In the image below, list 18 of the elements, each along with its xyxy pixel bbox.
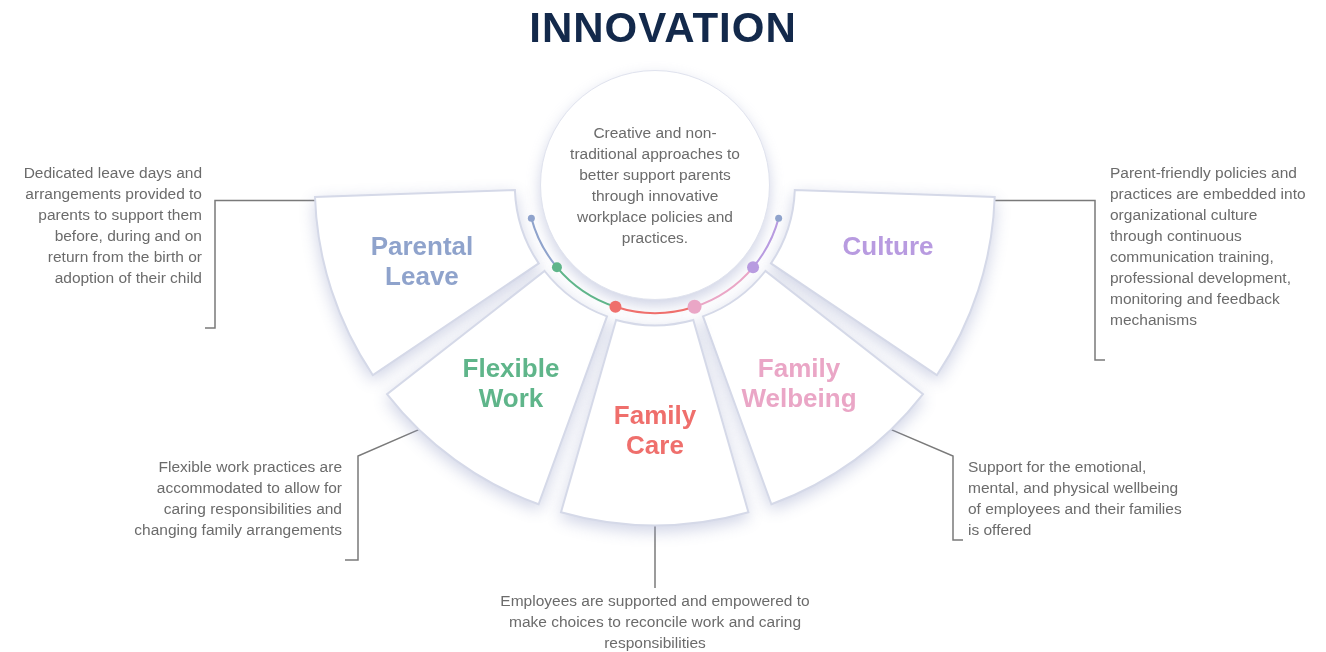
- description-text: Employees are supported and empowered to make choices to reconcile work and caring responsibilities: [490, 590, 820, 652]
- segment-title: Flexible Work: [461, 353, 561, 414]
- leader-line: [993, 199, 1106, 361]
- leader-line: [654, 524, 656, 589]
- segment-title: Family Welbeing: [740, 353, 858, 414]
- leader-line: [890, 428, 964, 541]
- leader-line: [344, 428, 420, 561]
- description-text: Flexible work practices are accommodated to allow for caring responsibilities and changing family arrangements: [130, 456, 342, 540]
- segment-title: Family Care: [612, 400, 698, 460]
- description-text: Support for the emotional, mental, and physical wellbeing of employees and their families is offered: [968, 456, 1193, 540]
- center-circle: [540, 70, 770, 300]
- title: INNOVATION: [529, 4, 797, 52]
- leader-line: [204, 199, 317, 329]
- segment-title: Culture: [841, 230, 935, 261]
- description-text: Parent-friendly policies and practices are embedded into organizational culture through continuous communication training, professional development, monitoring and feedback mechanisms: [1110, 162, 1310, 330]
- segment-title: Parental Leave: [369, 230, 475, 291]
- description-text: Creative and non-traditional approaches to better support parents through innovative workplace policies and practices.: [569, 123, 741, 248]
- description-text: Dedicated leave days and arrangements provided to parents to support them before, during and on return from the birth or adoption of their child: [20, 162, 202, 288]
